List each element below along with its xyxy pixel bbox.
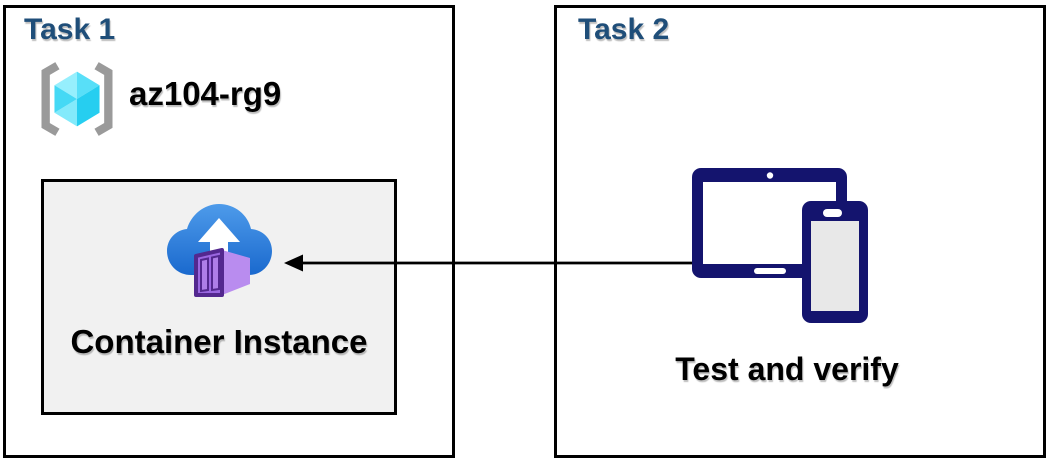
test-and-verify-label: Test and verify [675, 351, 899, 387]
container-instance-label: Container Instance [70, 323, 368, 360]
resource-group-icon [41, 62, 113, 136]
left-arrow-connector [284, 254, 692, 272]
task2-box: Task 2 Test and verify [554, 5, 1046, 458]
container-instance-box: Container Instance [41, 179, 397, 415]
task2-title: Task 2 [578, 13, 670, 46]
task1-box: Task 1 az104-rg9 [3, 5, 455, 458]
resource-group-name: az104-rg9 [129, 75, 282, 112]
tablet-phone-icon [692, 168, 868, 323]
task1-title: Task 1 [24, 13, 116, 46]
container-instance-icon [167, 204, 272, 297]
